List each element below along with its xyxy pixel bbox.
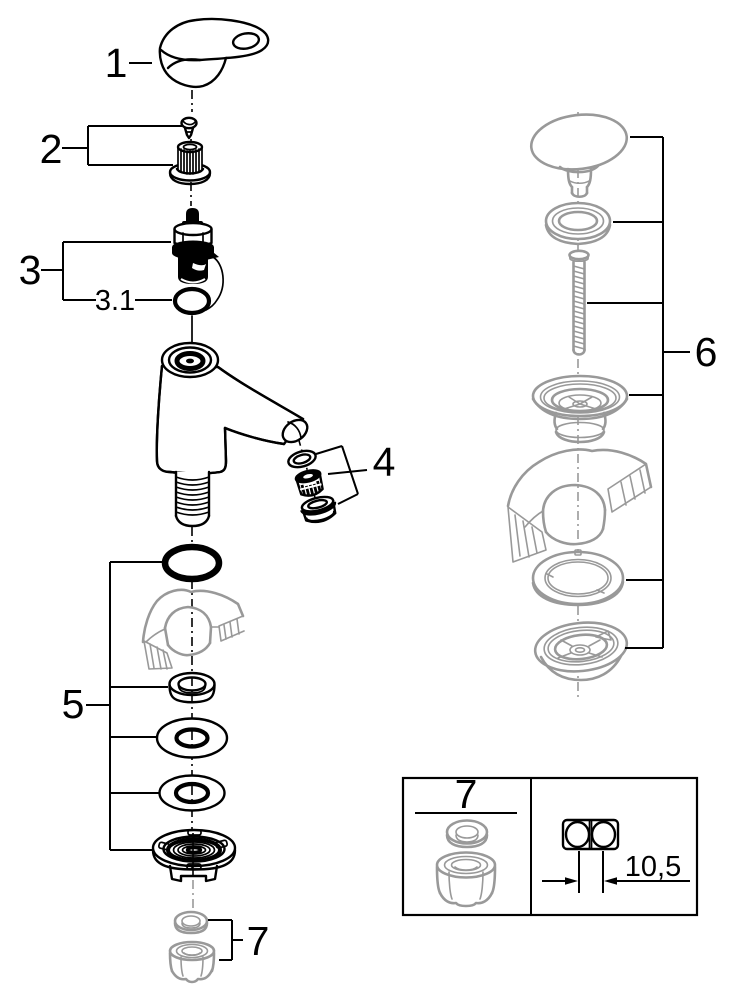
dimension-arrow-right bbox=[604, 877, 617, 885]
dimension-arrow-left bbox=[565, 877, 578, 885]
label-part3: 3 bbox=[19, 247, 42, 293]
label-detail-part7: 7 bbox=[455, 771, 478, 817]
handle-part bbox=[158, 17, 270, 89]
drain-threaded-rod bbox=[568, 249, 590, 356]
label-5-group: 5 bbox=[62, 561, 168, 851]
sink-deck-cutaway bbox=[141, 588, 245, 670]
label-part5: 5 bbox=[62, 681, 85, 727]
sink-basin-cutaway bbox=[506, 448, 653, 563]
drain-gasket bbox=[531, 549, 625, 607]
aerator-washer bbox=[287, 449, 317, 469]
label-part2: 2 bbox=[40, 126, 63, 172]
label-part7: 7 bbox=[247, 918, 270, 964]
screw-part bbox=[180, 116, 198, 140]
label-dimension: 10,5 bbox=[625, 851, 681, 883]
dimension-drawing: 10,5 bbox=[542, 818, 690, 893]
faucet-body bbox=[155, 341, 309, 528]
label-part3-1: 3.1 bbox=[95, 285, 135, 317]
coupling-nut bbox=[168, 940, 216, 984]
label-7-group: 7 bbox=[208, 918, 269, 964]
detail-washer bbox=[445, 819, 489, 849]
o-ring-3-1 bbox=[172, 286, 212, 316]
threaded-shank bbox=[174, 470, 211, 528]
drain-strainer bbox=[533, 621, 629, 682]
handle-hole bbox=[231, 32, 261, 50]
aerator-housing bbox=[300, 495, 337, 524]
label-part6: 6 bbox=[695, 329, 718, 375]
base-o-ring bbox=[161, 543, 223, 583]
label-2-group: 2 bbox=[40, 125, 182, 172]
detail-box: 7 10,5 bbox=[401, 771, 699, 917]
rotation-arrow bbox=[205, 248, 224, 311]
label-part4: 4 bbox=[373, 439, 396, 485]
coupling-washer bbox=[173, 910, 209, 935]
label-3-group: 3 3.1 bbox=[19, 241, 172, 317]
label-6-group: 6 bbox=[587, 136, 718, 649]
adapter-spline-cylinder bbox=[176, 140, 204, 175]
cartridge-part bbox=[172, 208, 214, 284]
label-1-group: 1 bbox=[105, 40, 152, 86]
label-4-group: 4 bbox=[315, 439, 396, 505]
detail-nut bbox=[435, 851, 497, 908]
mounting-bushing bbox=[168, 671, 216, 704]
label-part1: 1 bbox=[105, 40, 128, 86]
flat-washer-upper bbox=[155, 717, 229, 759]
spline-adapter-part bbox=[168, 140, 212, 186]
drain-seal-ring bbox=[544, 201, 612, 246]
mounting-nut bbox=[151, 828, 237, 883]
aerator-insert bbox=[294, 469, 324, 497]
drain-flange bbox=[531, 374, 629, 444]
flat-washer-lower bbox=[158, 774, 226, 812]
drain-plug bbox=[529, 113, 629, 199]
